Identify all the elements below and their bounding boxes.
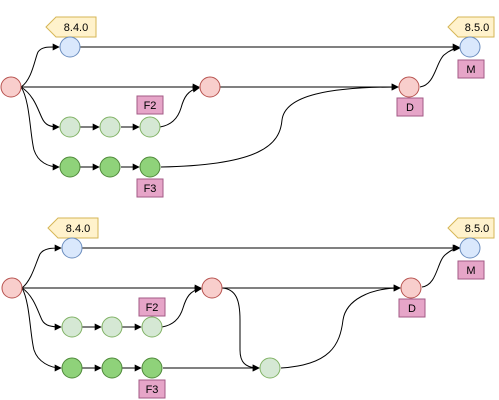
edge-root-to-f3-1 [20,86,60,171]
commit-f3-2 [101,357,123,379]
edge-f3-rebase-to-develop [280,284,401,369]
tag-left-flag-icon [47,217,99,239]
tag-left-label: 8.4.0 [66,223,90,235]
edge-f2-3-to-f2-merge [161,286,202,328]
tag-right: 8.5.0 [447,217,495,239]
commit-tag-8-4-0 [59,36,81,58]
edge-develop-to-master [419,44,461,88]
tag-left-label: 8.4.0 [64,22,88,34]
diagram-top: 8.4.0 8.5.0 F2 F3 D [0,16,495,198]
tag-right-flag-icon [447,217,495,239]
label-d: D [398,298,426,318]
tag-right-label: 8.5.0 [465,22,489,34]
commit-develop [400,277,422,299]
tag-right-label: 8.5.0 [465,223,489,235]
commit-tag-8-4-0 [61,237,83,259]
label-f3: F3 [136,178,164,198]
edge-root-to-f2-1 [21,287,62,331]
label-m: M [457,260,485,280]
commit-root [0,76,22,98]
tag-left-flag-icon [45,16,97,38]
tag-right: 8.5.0 [447,16,495,38]
commit-f2-3 [139,116,161,138]
label-f3: F3 [138,379,166,399]
edge-root-to-tag-node [20,43,60,88]
commit-develop [398,76,420,98]
label-f3-text: F3 [146,384,159,396]
commit-f2-2 [99,116,121,138]
edge-develop-to-master [421,244,461,288]
commit-merge-8-5-0 [459,237,481,259]
label-f3-text: F3 [144,183,157,195]
label-f2: F2 [138,297,166,317]
label-d: D [396,97,424,117]
commit-f2-merge [199,76,221,98]
edge-f3-3-to-develop [160,83,399,168]
diagram-bottom: 8.4.0 8.5.0 F2 F3 D M [1,217,495,399]
commit-f3-3 [139,156,161,178]
edge-f2-merge-to-f3-rebase [221,287,260,372]
commit-f2-2 [101,316,123,338]
label-m-text: M [466,265,475,277]
label-d-text: D [408,303,416,315]
commit-f2-3 [141,316,163,338]
label-f2: F2 [136,95,164,115]
commit-f2-1 [61,316,83,338]
edge-root-to-tag-node [21,244,62,289]
edge-root-to-f3-1 [21,287,62,372]
commit-f3-1 [59,156,81,178]
commit-f3-3 [141,357,163,379]
label-d-text: D [406,102,414,114]
commit-f2-1 [59,116,81,138]
commit-merge-8-5-0 [459,36,481,58]
edge-f2-3-to-f2-merge [159,85,200,128]
label-m: M [457,59,485,79]
tag-left: 8.4.0 [45,16,97,38]
commit-f3-2 [99,156,121,178]
tag-right-flag-icon [447,16,495,38]
commit-f3-1 [61,357,83,379]
label-f2-text: F2 [144,100,157,112]
label-f2-text: F2 [146,302,159,314]
commit-root [1,277,23,299]
edge-root-to-f2-1 [20,86,60,131]
tag-left: 8.4.0 [47,217,99,239]
commit-f2-merge [201,277,223,299]
label-m-text: M [466,64,475,76]
commit-f3-rebase [259,357,281,379]
